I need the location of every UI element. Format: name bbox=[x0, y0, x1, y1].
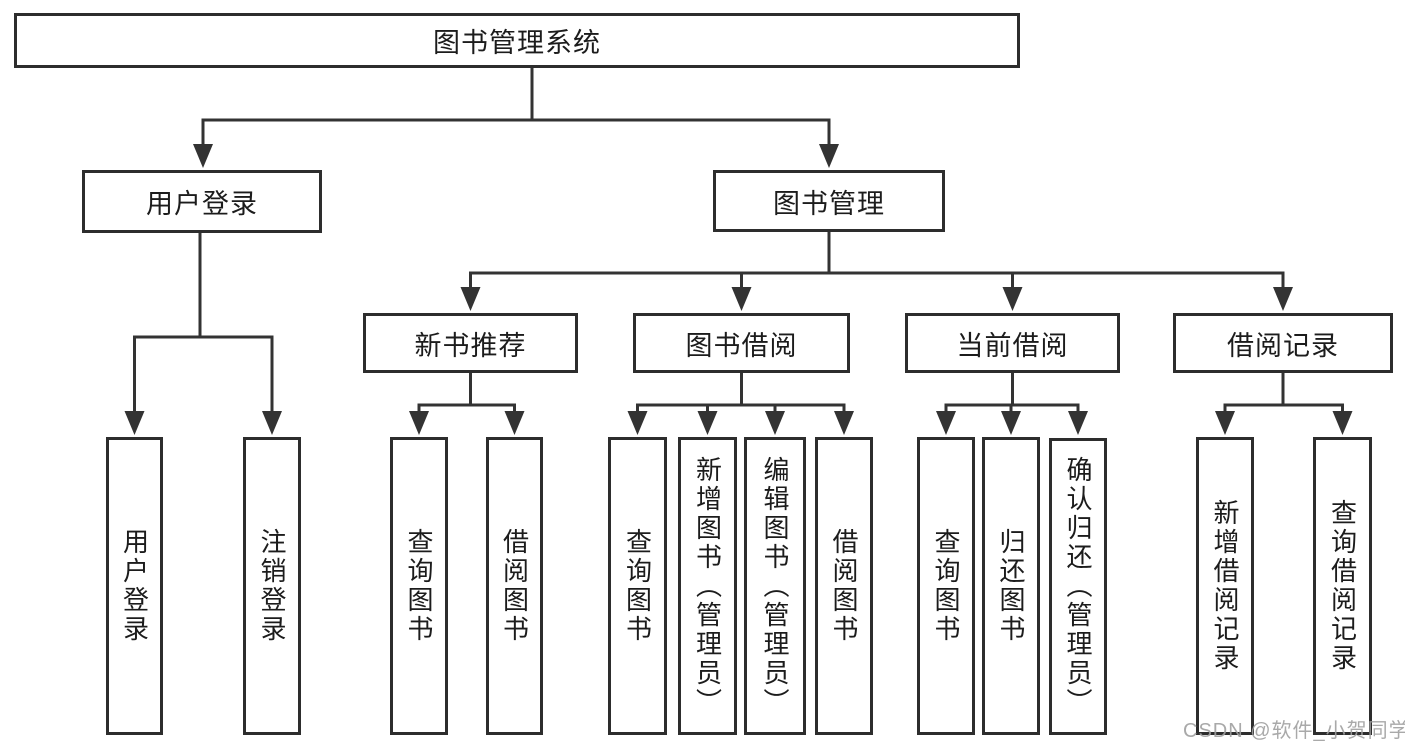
node-current-borrowing: 当前借阅 bbox=[905, 313, 1120, 373]
node-bb-add-books-admin: 新增图书（管理员） bbox=[678, 437, 737, 735]
connector-user-login-children bbox=[124, 233, 282, 435]
node-bb-edit-books-admin: 编辑图书（管理员） bbox=[744, 437, 806, 735]
node-nb-query-books: 查询图书 bbox=[390, 437, 448, 735]
node-nb-query-books-label: 查询图书 bbox=[404, 528, 434, 644]
node-logout-action: 注销登录 bbox=[243, 437, 301, 735]
node-nb-borrow-books-label: 借阅图书 bbox=[499, 528, 530, 644]
node-br-add-record: 新增借阅记录 bbox=[1196, 437, 1254, 735]
node-cb-return-books-label: 归还图书 bbox=[996, 528, 1026, 644]
node-bb-query-books-label: 查询图书 bbox=[622, 528, 653, 644]
node-book-borrowing: 图书借阅 bbox=[633, 313, 850, 373]
node-user-login-action: 用户登录 bbox=[106, 437, 163, 735]
node-borrowing-records: 借阅记录 bbox=[1173, 313, 1393, 373]
node-cb-return-books: 归还图书 bbox=[982, 437, 1040, 735]
node-bb-add-books-admin-label: 新增图书（管理员） bbox=[692, 455, 723, 717]
node-cb-confirm-return-admin-label: 确认归还（管理员） bbox=[1063, 456, 1093, 717]
connector-book-borrow-children bbox=[627, 373, 854, 435]
node-user-login: 用户登录 bbox=[82, 170, 322, 233]
node-br-query-record: 查询借阅记录 bbox=[1313, 437, 1372, 735]
node-current-borrowing-label: 当前借阅 bbox=[956, 330, 1069, 361]
node-system-root-label: 图书管理系统 bbox=[433, 28, 601, 58]
node-system-root: 图书管理系统 bbox=[14, 13, 1020, 68]
node-cb-query-books-label: 查询图书 bbox=[931, 528, 961, 644]
connector-book-management-children bbox=[460, 232, 1293, 311]
node-cb-query-books: 查询图书 bbox=[917, 437, 975, 735]
node-user-login-action-label: 用户登录 bbox=[119, 528, 150, 644]
connector-new-books-children bbox=[409, 373, 525, 435]
node-cb-confirm-return-admin: 确认归还（管理员） bbox=[1049, 438, 1107, 735]
node-logout-action-label: 注销登录 bbox=[257, 528, 287, 644]
node-br-add-record-label: 新增借阅记录 bbox=[1210, 499, 1240, 673]
node-bb-borrow-books: 借阅图书 bbox=[815, 437, 873, 735]
csdn-watermark: CSDN @软件_小贺同学 bbox=[1183, 720, 1405, 742]
node-nb-borrow-books: 借阅图书 bbox=[486, 437, 543, 735]
node-book-borrowing-label: 图书借阅 bbox=[685, 330, 798, 361]
connector-root-to-level2 bbox=[193, 68, 839, 168]
node-bb-query-books: 查询图书 bbox=[608, 437, 667, 735]
node-bb-edit-books-admin-label: 编辑图书（管理员） bbox=[760, 455, 790, 717]
connector-borrow-records-children bbox=[1215, 373, 1353, 435]
node-book-management: 图书管理 bbox=[713, 170, 945, 232]
node-new-book-recommend-label: 新书推荐 bbox=[414, 330, 527, 361]
node-borrowing-records-label: 借阅记录 bbox=[1227, 330, 1339, 361]
node-book-management-label: 图书管理 bbox=[773, 188, 885, 219]
node-br-query-record-label: 查询借阅记录 bbox=[1327, 499, 1358, 673]
node-new-book-recommend: 新书推荐 bbox=[363, 313, 578, 373]
connector-current-borrow-children bbox=[936, 373, 1088, 435]
node-bb-borrow-books-label: 借阅图书 bbox=[829, 528, 859, 644]
node-user-login-label: 用户登录 bbox=[146, 189, 258, 219]
